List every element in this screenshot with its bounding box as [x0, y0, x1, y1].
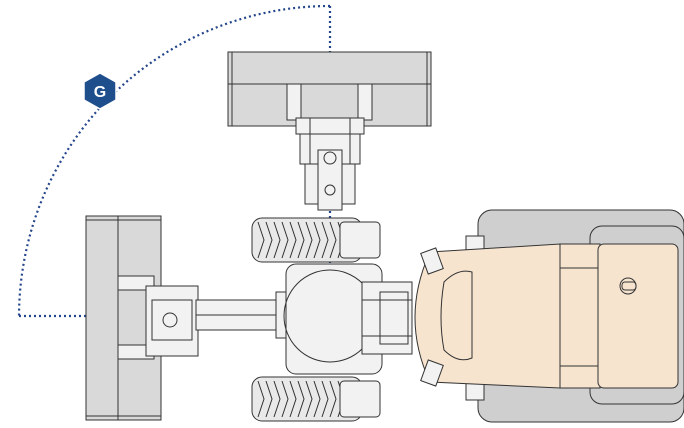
- tire-tread: [273, 380, 281, 418]
- tire-tread: [305, 221, 313, 259]
- tire-tread: [257, 380, 265, 418]
- cab-rear: [597, 243, 679, 389]
- badge-label: G: [94, 84, 106, 101]
- cab-window: [440, 270, 473, 361]
- tire-tread: [281, 380, 289, 418]
- operator-cab: [414, 243, 679, 389]
- tire-tread: [289, 221, 297, 259]
- tire-tread: [273, 221, 281, 259]
- tire-tread: [297, 221, 305, 259]
- tire-tread: [257, 221, 265, 259]
- badge-g-icon: G: [83, 72, 117, 110]
- tire-tread: [305, 380, 313, 418]
- turret: [283, 263, 413, 375]
- front-bucket: [227, 51, 432, 127]
- tire-front-left: [251, 217, 381, 263]
- tire-rear-left: [251, 376, 381, 422]
- wheels: [251, 217, 381, 422]
- tire-tread: [329, 380, 337, 418]
- tire-tread: [265, 380, 273, 418]
- tire-tread: [321, 221, 329, 259]
- tire-tread: [289, 380, 297, 418]
- tire-tread: [281, 221, 289, 259]
- tire-tread: [297, 380, 305, 418]
- tire-tread: [313, 380, 321, 418]
- tire-tread: [321, 380, 329, 418]
- tire-tread: [329, 221, 337, 259]
- front-bucket-assembly: [227, 51, 432, 211]
- tire-tread: [265, 221, 273, 259]
- tire-tread: [313, 221, 321, 259]
- swing-arc: [17, 4, 331, 317]
